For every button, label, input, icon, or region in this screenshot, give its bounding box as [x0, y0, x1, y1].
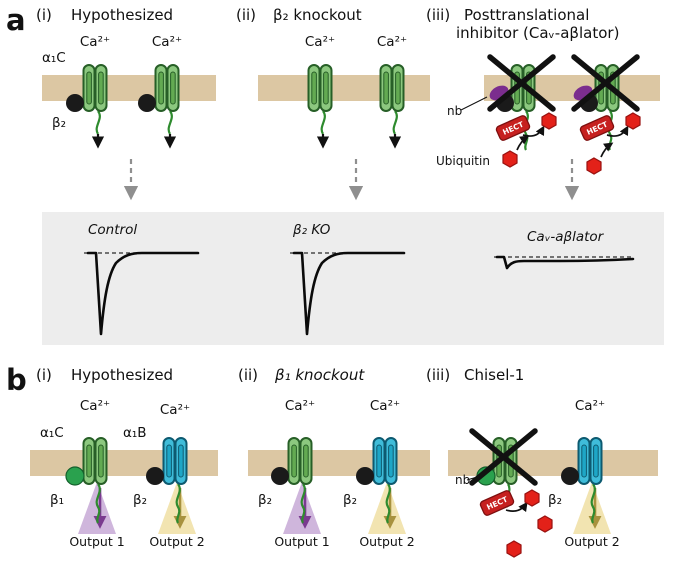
calcium-ion-label: Ca²⁺	[80, 398, 110, 414]
beta2-subunit-icon	[66, 94, 84, 112]
ubiquitin-icon	[537, 515, 553, 533]
calcium-ion-label: Ca²⁺	[285, 398, 315, 414]
beta2-subunit-icon	[146, 467, 164, 485]
beta2-subunit-icon	[138, 94, 156, 112]
panel-a-i-number: (i)	[36, 6, 52, 24]
panel-a-iii-number: (iii)	[426, 6, 450, 24]
panel-b-iii-title: Chisel-1	[464, 366, 524, 384]
beta1-label: β₁	[50, 492, 64, 508]
results-panel	[42, 212, 664, 345]
control-trace	[86, 251, 200, 336]
panel-a-iii-title-line2: inhibitor (Caᵥ-aβlator)	[456, 24, 619, 42]
panel-a-ii-number: (ii)	[236, 6, 256, 24]
panel-b-i-title: Hypothesized	[71, 366, 173, 384]
ubiquitin-icon	[524, 489, 540, 507]
nb-label: nb	[447, 104, 462, 118]
ca-influx-arrow-icon	[97, 111, 100, 145]
calcium-ion-label: Ca²⁺	[575, 398, 605, 414]
hect-domain-tag: HECT	[479, 490, 515, 516]
ubiquitin-transfer-arrow-icon	[606, 125, 629, 137]
cav1-channel-icon	[379, 64, 405, 112]
calcium-ion-label: Ca²⁺	[370, 398, 400, 414]
alpha1c-label: α₁C	[42, 50, 66, 66]
ubiquitin-icon	[625, 112, 641, 130]
beta2-label: β₂	[343, 492, 357, 508]
alpha1b-label: α₁B	[123, 425, 147, 441]
panel-b-ii-title: β₁ knockout	[274, 366, 365, 384]
ablator-trace	[495, 255, 635, 270]
panel-b-iii-number: (iii)	[426, 366, 450, 384]
panel-a-label: a	[6, 3, 26, 37]
ubiquitin-icon	[541, 112, 557, 130]
output2-label: Output 2	[149, 534, 204, 549]
output2-cone-icon	[158, 482, 196, 534]
ubiquitin-icon	[502, 150, 518, 168]
output2-label: Output 2	[359, 534, 414, 549]
calcium-ion-label: Ca²⁺	[152, 34, 182, 50]
output1-cone-icon	[283, 482, 321, 534]
ubiquitin-transfer-arrow-icon	[505, 501, 528, 513]
output2-label: Output 2	[564, 534, 619, 549]
ubiquitin-label: Ubiquitin	[436, 154, 490, 168]
panel-a-ii-title: β₂ knockout	[273, 6, 362, 24]
output2-cone-icon	[368, 482, 406, 534]
cav2-channel-icon	[162, 437, 188, 485]
trace-control-label: Control	[88, 222, 137, 238]
membrane-band	[42, 75, 216, 101]
beta2-ko-trace	[292, 251, 406, 336]
ca-influx-arrow-icon	[322, 111, 325, 145]
ubiquitin-attach-arrow-icon	[600, 142, 614, 158]
output2-cone-icon	[573, 482, 611, 534]
trace-ko-label: β₂ KO	[292, 222, 331, 238]
calcium-ion-label: Ca²⁺	[80, 34, 110, 50]
cav2-channel-icon	[372, 437, 398, 485]
trace-ablator-label: Caᵥ-aβlator	[527, 229, 605, 245]
ubiquitin-icon	[586, 157, 602, 175]
beta2-label: β₂	[548, 492, 562, 508]
nb-label: nb	[455, 473, 470, 487]
panel-a-iii-title-line1: Posttranslational	[464, 6, 589, 24]
panel-b-ii-number: (ii)	[238, 366, 258, 384]
panel-b-i-number: (i)	[36, 366, 52, 384]
calcium-ion-label: Ca²⁺	[160, 402, 190, 418]
cav1-channel-icon	[82, 437, 108, 485]
beta2-label: β₂	[52, 115, 66, 131]
membrane-band	[30, 450, 218, 476]
nb-pointer-line	[466, 476, 478, 481]
beta2-subunit-icon	[561, 467, 579, 485]
cav1-channel-icon	[82, 64, 108, 112]
ca-influx-arrow-icon	[169, 111, 172, 145]
output1-label: Output 1	[69, 534, 124, 549]
cav1-channel-icon	[307, 64, 333, 112]
ubiquitin-attach-arrow-icon	[516, 135, 530, 151]
output1-cone-icon	[78, 482, 116, 534]
hect-tag-bg	[479, 490, 515, 516]
ca-influx-arrow-icon	[394, 111, 397, 145]
beta1-subunit-icon	[65, 466, 85, 486]
panel-b-label: b	[6, 363, 27, 397]
beta2-subunit-icon	[271, 467, 289, 485]
beta2-label: β₂	[258, 492, 272, 508]
panel-a-i-title: Hypothesized	[71, 6, 173, 24]
calcium-ion-label: Ca²⁺	[377, 34, 407, 50]
beta2-label: β₂	[133, 492, 147, 508]
cav1-channel-icon	[154, 64, 180, 112]
hect-tag-bg	[495, 115, 531, 141]
beta2-subunit-icon	[356, 467, 374, 485]
ubiquitin-icon	[506, 540, 522, 558]
alpha1c-label: α₁C	[40, 425, 64, 441]
hect-domain-tag: HECT	[579, 115, 615, 141]
hect-tag-bg	[579, 115, 615, 141]
cav2-channel-icon	[577, 437, 603, 485]
output1-label: Output 1	[274, 534, 329, 549]
cav1-channel-icon	[287, 437, 313, 485]
hect-domain-tag: HECT	[495, 115, 531, 141]
calcium-ion-label: Ca²⁺	[305, 34, 335, 50]
nb-pointer-line	[460, 96, 488, 111]
